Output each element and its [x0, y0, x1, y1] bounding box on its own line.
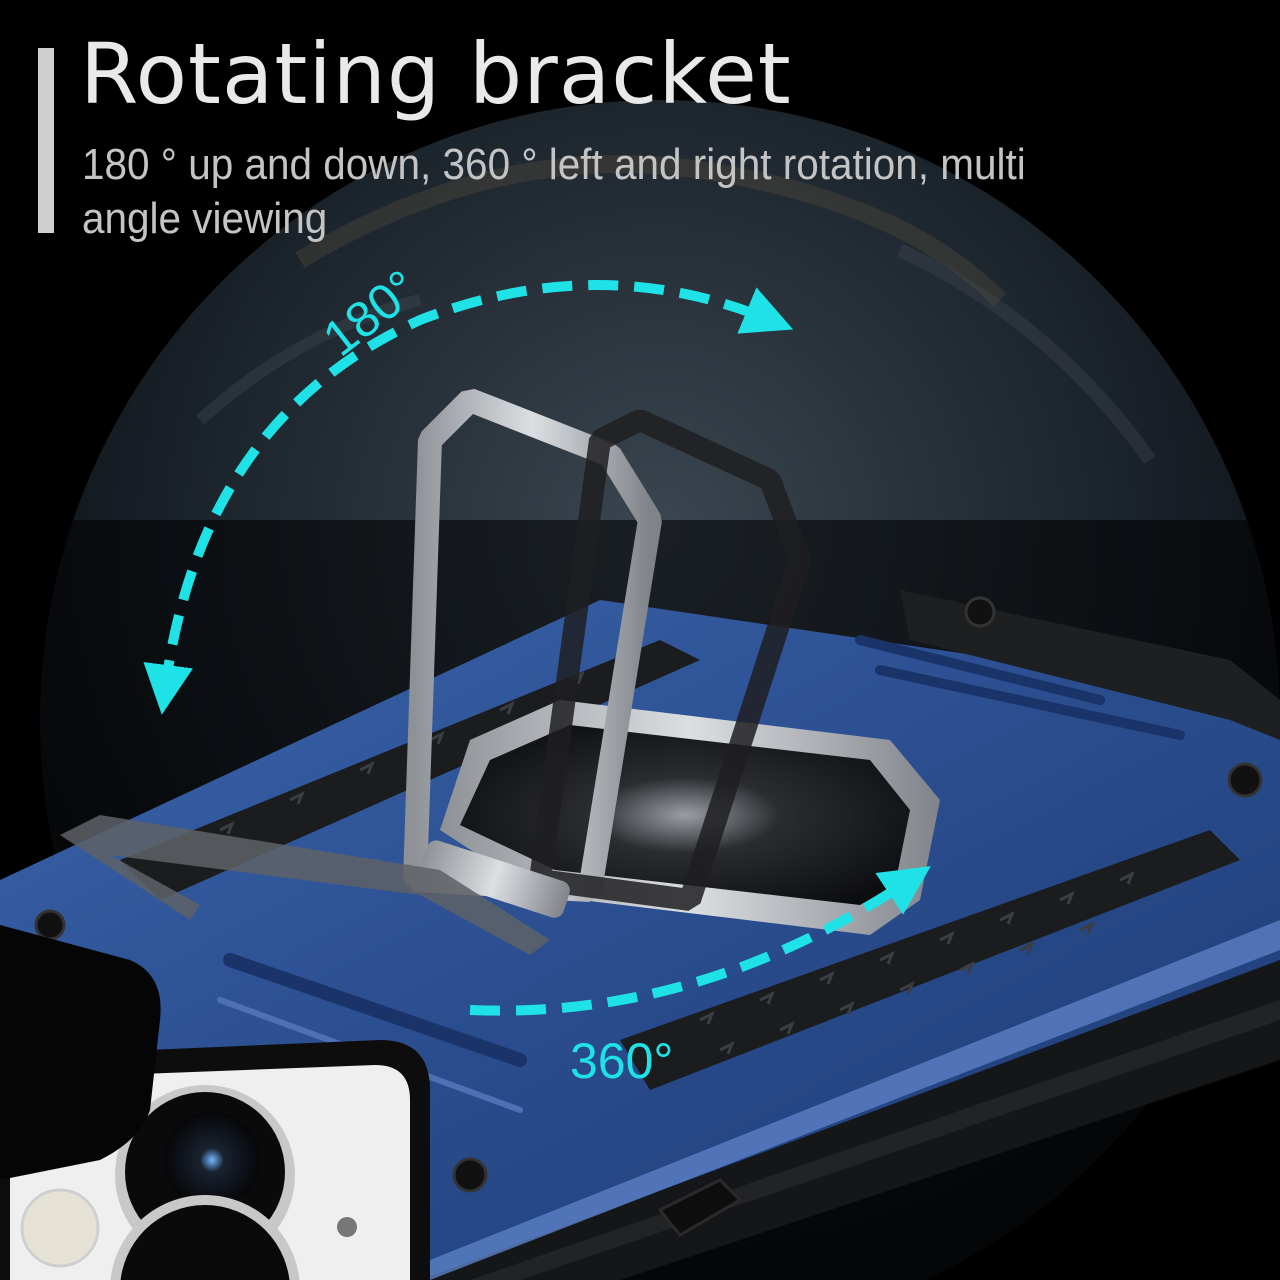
rotation-180-arrow: [143, 280, 794, 715]
headline-title: Rotating bracket: [80, 25, 792, 123]
accent-bar: [38, 48, 54, 233]
angle-label-360: 360°: [570, 1033, 674, 1089]
rotation-360-arrow: [469, 866, 931, 1016]
headline-subtitle: 180 ° up and down, 360 ° left and right …: [82, 140, 1026, 243]
grip-strip-lower: [620, 830, 1240, 1090]
headline-block: Rotating bracket 180 ° up and down, 360 …: [0, 0, 1280, 260]
camera-module: [0, 925, 430, 1280]
